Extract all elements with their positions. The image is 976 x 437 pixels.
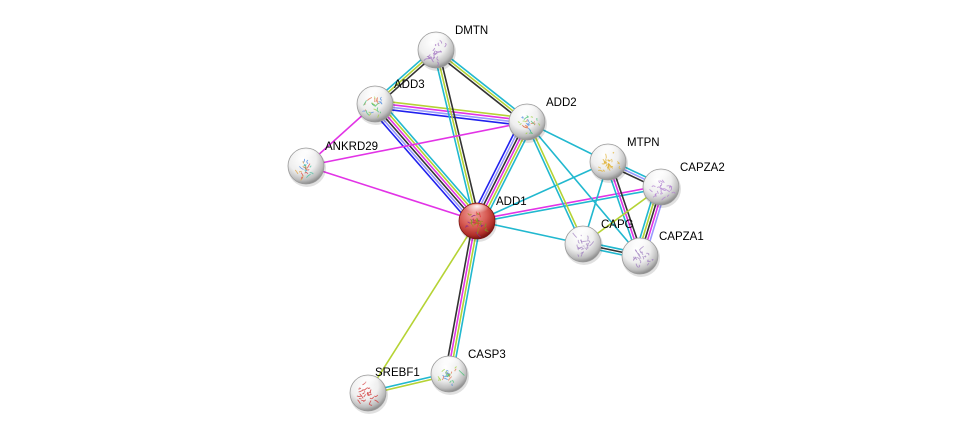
edge-add1-casp3[interactable] — [444, 220, 482, 375]
edge-add2-capza1[interactable] — [526, 121, 641, 257]
protein-structure-icon — [294, 158, 314, 181]
edge-evidence-coexpression — [444, 220, 474, 374]
node-highlight — [362, 87, 388, 101]
edge-evidence-textmining — [377, 100, 481, 219]
edge-evidence-database — [526, 121, 641, 257]
node-label: ADD2 — [546, 97, 577, 109]
edge-add1-mtpn[interactable] — [476, 161, 609, 222]
node-ankrd29[interactable]: ANKRD29 — [287, 141, 378, 187]
edge-evidence-homology — [472, 119, 525, 220]
edge-evidence-database — [525, 122, 583, 245]
node-label: ADD1 — [496, 196, 527, 208]
edge-evidence-coexpression — [373, 104, 477, 223]
edge-evidence-experiments — [446, 220, 477, 374]
node-label: DMTN — [455, 25, 488, 37]
node-label: ADD3 — [394, 79, 425, 91]
node-add3[interactable]: ADD3 — [356, 79, 425, 125]
edge-evidence-gene-fusion — [374, 107, 527, 127]
edge-add2-capg[interactable] — [525, 121, 585, 245]
node-add2[interactable]: ADD2 — [508, 97, 577, 143]
node-add1[interactable]: ADD1 — [458, 196, 527, 242]
node-label: CAPZA2 — [680, 162, 725, 174]
edge-add2-add1[interactable] — [470, 118, 534, 225]
node-highlight — [355, 376, 381, 390]
edge-evidence-experiments — [476, 184, 661, 221]
edge-evidence-database — [452, 221, 482, 375]
edge-evidence-coexpression — [433, 51, 526, 125]
edge-evidence-textmining — [527, 121, 585, 244]
node-highlight — [514, 105, 540, 119]
node-highlight — [464, 204, 490, 218]
edge-evidence-textmining — [375, 99, 528, 119]
node-capza2[interactable]: CAPZA2 — [642, 162, 725, 208]
edge-evidence-experiments — [305, 165, 478, 222]
node-label: CAPZA1 — [659, 231, 704, 243]
edge-ankrd29-add2[interactable] — [305, 121, 528, 167]
node-dmtn[interactable]: DMTN — [417, 25, 488, 71]
edge-evidence-gene-fusion — [369, 107, 473, 226]
node-highlight — [595, 145, 621, 159]
edge-evidence-homology — [371, 106, 475, 225]
node-label: MTPN — [627, 137, 660, 149]
node-label: CAPG — [601, 219, 634, 231]
edge-evidence-textmining — [435, 49, 528, 123]
edge-add3-add1[interactable] — [369, 99, 483, 226]
node-srebf1[interactable]: SREBF1 — [349, 367, 420, 414]
edge-evidence-experiments — [375, 102, 479, 221]
node-highlight — [436, 357, 462, 371]
node-label: SREBF1 — [375, 367, 420, 379]
edge-evidence-database — [379, 99, 483, 218]
node-highlight — [293, 149, 319, 163]
edge-add1-capza2[interactable] — [476, 184, 662, 224]
node-casp3[interactable]: CASP3 — [430, 349, 506, 395]
node-label: ANKRD29 — [325, 141, 378, 153]
edge-dmtn-add2[interactable] — [433, 47, 530, 125]
edge-evidence-coexpression — [475, 121, 527, 221]
node-capg[interactable]: CAPG — [564, 219, 634, 265]
edge-add1-srebf1[interactable] — [367, 220, 478, 394]
node-highlight — [423, 33, 449, 47]
edge-evidence-database — [476, 161, 609, 222]
node-highlight — [627, 239, 653, 253]
edge-evidence-database — [437, 47, 530, 121]
edge-evidence-experiments — [305, 121, 528, 167]
edge-evidence-database — [477, 187, 662, 224]
edge-evidence-database — [482, 124, 534, 225]
node-mtpn[interactable]: MTPN — [589, 137, 660, 183]
node-capza1[interactable]: CAPZA1 — [621, 231, 704, 277]
edge-evidence-textmining — [449, 221, 480, 375]
edge-evidence-textmining — [367, 220, 478, 394]
edge-evidence-textmining — [479, 123, 532, 224]
node-highlight — [570, 227, 596, 241]
edge-evidence-gene-fusion — [470, 118, 522, 219]
edge-ankrd29-add1[interactable] — [305, 165, 478, 222]
node-highlight — [648, 170, 674, 184]
edge-evidence-experiments — [477, 122, 529, 222]
node-label: CASP3 — [468, 349, 506, 361]
